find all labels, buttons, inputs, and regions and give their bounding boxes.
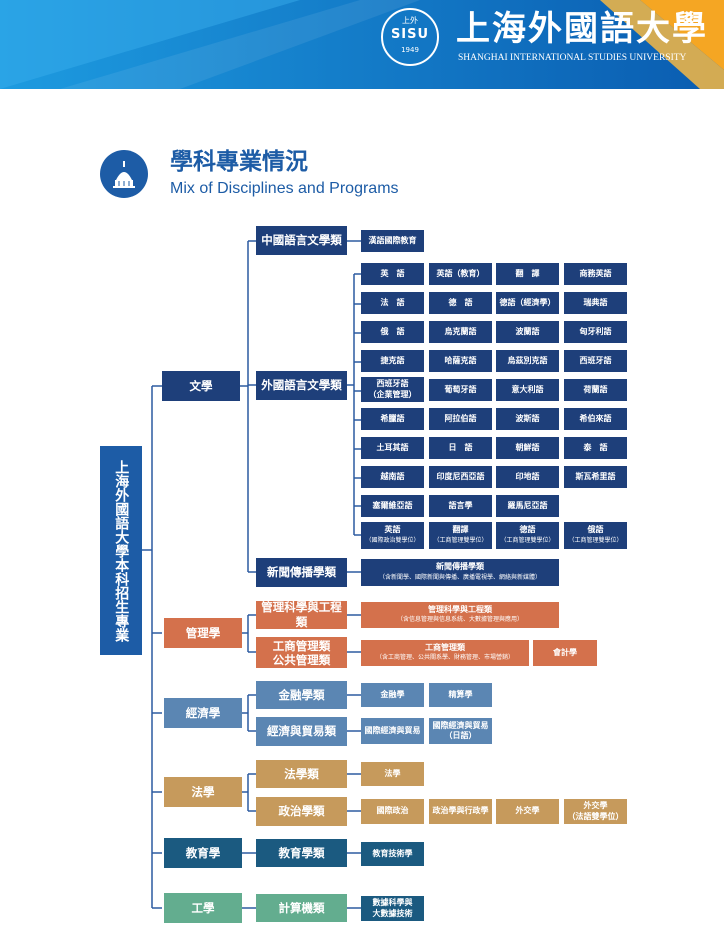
category-wenxue: 文學 — [162, 371, 240, 401]
program-zhengzhi-xingzheng: 政治學與行政學 — [429, 799, 492, 824]
program-foreign-language: 泰 語 — [564, 437, 627, 459]
university-seal: 上外 SISU 1949 — [381, 8, 439, 66]
program-note: （工商管理雙學位） — [433, 536, 488, 544]
subcategory-zhengzhi: 政治學類 — [256, 797, 347, 826]
program-foreign-language: 烏茲別克語 — [496, 350, 559, 372]
subcategory-jisuanji: 計算機類 — [256, 894, 347, 922]
subcategory-guanlike: 管理科學與工程類 — [256, 601, 347, 629]
program-faxue: 法學 — [361, 762, 424, 786]
category-faxue: 法學 — [164, 777, 242, 807]
program-hanyu: 漢語國際教育 — [361, 230, 424, 252]
program-name: 德語 — [519, 525, 536, 534]
root-label: 上海外國語大學本科招生專業 — [100, 446, 142, 655]
program-foreign-language: 意大利語 — [496, 379, 559, 401]
program-name: 翻譯 — [452, 525, 469, 534]
page-title-en: Mix of Disciplines and Programs — [170, 180, 399, 197]
program-foreign-language: 法 語 — [361, 292, 424, 314]
program-foreign-language: 翻 譯 — [496, 263, 559, 285]
program-xinwen: 新聞傳播學類 （含新聞學、國際新聞與傳播、廣播電視學、網絡與新媒體） — [361, 559, 559, 586]
program-foreign-language: 英 語 — [361, 263, 424, 285]
program-shuju: 數據科學與 大數據技術 — [361, 896, 424, 921]
program-name: 英語 — [384, 525, 401, 534]
program-foreign-language: 瑞典語 — [564, 292, 627, 314]
program-foreign-language: 西班牙語 — [564, 350, 627, 372]
category-jingji: 經濟學 — [164, 698, 242, 728]
program-foreign-language: 朝鮮語 — [496, 437, 559, 459]
program-waijiao: 外交學 — [496, 799, 559, 824]
program-foreign-language: 商務英語 — [564, 263, 627, 285]
program-jinrongxue: 金融學 — [361, 683, 424, 707]
header-background — [0, 0, 724, 89]
dome-icon — [100, 150, 148, 198]
program-dual-english: 英語 （國際政治雙學位） — [361, 522, 424, 549]
program-jingsuan: 精算學 — [429, 683, 492, 707]
page-title-cn: 學科專業情況 — [170, 149, 308, 175]
university-name-cn: 上海外國語大學 — [456, 9, 708, 49]
program-note: （含信息管理與信息系統、大數據管理與應用） — [396, 616, 523, 623]
program-note: （工商管理雙學位） — [568, 536, 623, 544]
program-name: 新聞傳播學類 — [436, 562, 484, 571]
program-foreign-language: 哈薩克語 — [429, 350, 492, 372]
subcategory-faxuelei: 法學類 — [256, 760, 347, 788]
program-kuaiji: 會計學 — [533, 640, 597, 666]
program-foreign-language: 土耳其語 — [361, 437, 424, 459]
subcategory-jingmao: 經濟與貿易類 — [256, 717, 347, 746]
program-foreign-language: 希臘語 — [361, 408, 424, 430]
program-dual-german: 德語 （工商管理雙學位） — [496, 522, 559, 549]
program-foreign-language: 德語（經濟學） — [496, 292, 559, 314]
category-guanli: 管理學 — [164, 618, 242, 648]
program-dual-russian: 俄語 （工商管理雙學位） — [564, 522, 627, 549]
program-foreign-language: 烏克蘭語 — [429, 321, 492, 343]
program-note: （國際政治雙學位） — [365, 536, 420, 544]
program-foreign-language: 越南語 — [361, 466, 424, 488]
seal-year: 1949 — [401, 46, 419, 54]
program-foreign-language: 羅馬尼亞語 — [496, 495, 559, 517]
program-name: 管理科學與工程類 — [428, 604, 492, 614]
program-foreign-language: 塞爾維亞語 — [361, 495, 424, 517]
program-foreign-language: 波蘭語 — [496, 321, 559, 343]
subcategory-waiguo: 外國語言文學類 — [256, 371, 347, 400]
program-waijiao-fa: 外交學 （法語雙學位） — [564, 799, 627, 824]
program-guoji-jingmao-ri: 國際經濟與貿易 （日語） — [429, 718, 492, 744]
program-name: 工商管理類 — [425, 642, 465, 652]
header-banner: 上外 SISU 1949 上海外國語大學 SHANGHAI INTERNATIO… — [0, 0, 724, 89]
program-guoji-jingmao: 國際經濟與貿易 — [361, 718, 424, 744]
program-guoji-zhengzhi: 國際政治 — [361, 799, 424, 824]
program-foreign-language: 捷克語 — [361, 350, 424, 372]
subcategory-xinwen: 新聞傳播學類 — [256, 558, 347, 587]
subcategory-jiaoyulei: 教育學類 — [256, 839, 347, 867]
program-name: 俄語 — [587, 525, 604, 534]
university-name-en: SHANGHAI INTERNATIONAL STUDIES UNIVERSIT… — [458, 53, 687, 63]
subcategory-zhongwen: 中國語言文學類 — [256, 226, 347, 255]
program-foreign-language: 波斯語 — [496, 408, 559, 430]
program-foreign-language: 日 語 — [429, 437, 492, 459]
program-gongshang: 工商管理類 （含工商管理、公共關系學、財務管理、市場營銷） — [361, 640, 529, 666]
program-note: （含新聞學、國際新聞與傳播、廣播電視學、網絡與新媒體） — [378, 573, 541, 581]
seal-top-text: 上外 — [402, 16, 418, 25]
program-foreign-language: 印度尼西亞語 — [429, 466, 492, 488]
program-foreign-language: 希伯來語 — [564, 408, 627, 430]
program-foreign-language: 阿拉伯語 — [429, 408, 492, 430]
program-foreign-language: 匈牙利語 — [564, 321, 627, 343]
program-jiaoyu-jishu: 教育技術學 — [361, 842, 424, 866]
program-foreign-language: 語言學 — [429, 495, 492, 517]
program-note: （工商管理雙學位） — [500, 536, 555, 544]
program-foreign-language: 德 語 — [429, 292, 492, 314]
program-foreign-language: 葡萄牙語 — [429, 379, 492, 401]
program-dual-translation: 翻譯 （工商管理雙學位） — [429, 522, 492, 549]
program-foreign-language: 印地語 — [496, 466, 559, 488]
subcategory-gongshang: 工商管理類 公共管理類 — [256, 637, 347, 668]
program-foreign-language: 斯瓦希里語 — [564, 466, 627, 488]
program-foreign-language: 俄 語 — [361, 321, 424, 343]
seal-mid-text: SISU — [390, 27, 430, 42]
category-jiaoyu: 教育學 — [164, 838, 242, 868]
program-foreign-language: 西班牙語 （企業管理） — [361, 377, 424, 402]
program-foreign-language: 荷蘭語 — [564, 379, 627, 401]
program-note: （含工商管理、公共關系學、財務管理、市場營銷） — [375, 654, 514, 661]
subcategory-jinrong: 金融學類 — [256, 681, 347, 709]
program-guanlike: 管理科學與工程類 （含信息管理與信息系統、大數據管理與應用） — [361, 602, 559, 628]
program-foreign-language: 英語（教育） — [429, 263, 492, 285]
category-gongxue: 工學 — [164, 893, 242, 923]
